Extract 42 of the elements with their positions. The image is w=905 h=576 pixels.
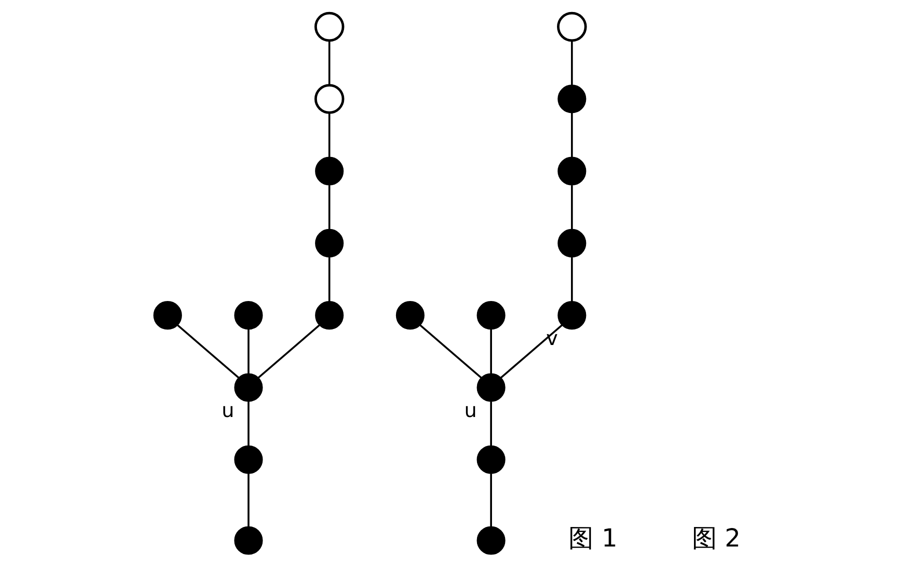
node-dot <box>476 445 506 474</box>
connector <box>490 402 492 446</box>
connector <box>248 474 250 527</box>
label: 图 1 <box>568 524 618 553</box>
connector <box>570 113 573 158</box>
node-dot <box>234 301 263 330</box>
node-dot <box>558 84 586 114</box>
node-dot <box>558 156 586 186</box>
label: 图 2 <box>692 524 741 553</box>
node-circle <box>556 12 587 42</box>
node-dot <box>234 445 263 474</box>
connector <box>570 257 573 302</box>
connector <box>490 474 492 527</box>
node-dot <box>153 301 182 330</box>
node-dot <box>476 526 506 555</box>
node-dot <box>558 228 586 258</box>
node-dot <box>476 301 506 330</box>
connector <box>328 113 330 158</box>
node-label: u <box>464 399 477 422</box>
node-dot <box>234 373 263 402</box>
connector <box>248 329 250 374</box>
node-circle <box>314 84 344 114</box>
connector <box>500 324 563 378</box>
connector <box>570 40 573 86</box>
connector <box>570 185 573 230</box>
node-dot <box>315 301 344 330</box>
connector <box>420 324 482 378</box>
connector <box>490 329 492 374</box>
node-dot <box>234 526 263 555</box>
node-label: u <box>222 399 234 422</box>
connector <box>177 324 240 378</box>
node-dot <box>476 373 506 402</box>
node-dot <box>315 156 344 186</box>
node-dot <box>396 301 425 330</box>
connector <box>328 40 330 86</box>
node-dot <box>315 228 344 258</box>
connector <box>328 185 330 230</box>
node-circle <box>314 12 344 42</box>
connector <box>248 402 250 446</box>
node-dot <box>558 301 586 330</box>
connector <box>328 257 330 302</box>
connector <box>258 324 320 378</box>
